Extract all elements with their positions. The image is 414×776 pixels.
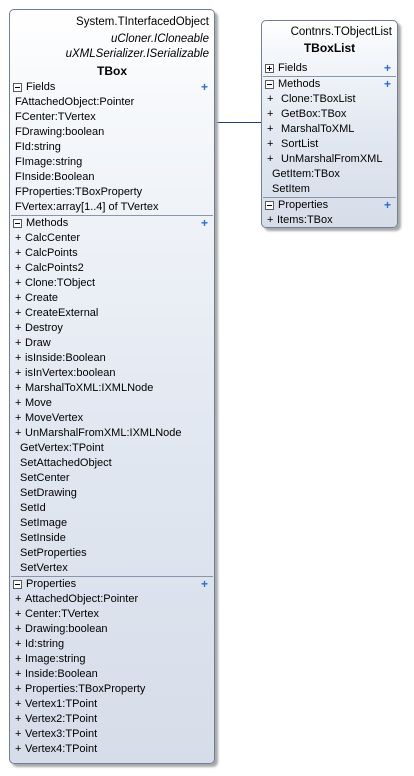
add-member-icon[interactable]: + [200,80,208,94]
methods-list: Clone:TBoxListGetBox:TBoxMarshalToXMLSor… [262,92,397,197]
expand-toggle-icon[interactable] [265,64,274,73]
add-member-icon[interactable]: + [383,77,391,91]
collapse-toggle-icon[interactable] [13,219,22,228]
method-item[interactable]: SetProperties [20,547,87,559]
method-item[interactable]: UnMarshalFromXML:IXMLNode [10,426,214,441]
class-title: TBoxList [303,41,356,55]
property-item[interactable]: Image:string [10,652,214,667]
class-header-tboxlist: Contnrs.TObjectList TBoxList [262,21,397,55]
method-item[interactable]: GetBox:TBox [262,107,397,122]
field-item[interactable]: FImage:string [15,156,83,168]
method-item[interactable]: CalcPoints [10,246,214,261]
property-item[interactable]: Vertex2:TPoint [10,712,214,727]
ancestor-label: System.TInterfacedObject [76,16,209,28]
section-properties[interactable]: Properties + [10,577,214,592]
collapse-toggle-icon[interactable] [13,83,22,92]
method-item[interactable]: GetVertex:TPoint [20,442,104,454]
section-fields[interactable]: Fields + [262,61,397,76]
method-item[interactable]: Clone:TBoxList [262,92,397,107]
class-box-tbox[interactable]: System.TInterfacedObject uCloner.IClonea… [9,9,215,764]
collapse-toggle-icon[interactable] [265,201,274,210]
method-item[interactable]: SetCenter [20,472,70,484]
method-item[interactable]: GetItem:TBox [272,168,340,180]
association-connector [214,122,262,123]
property-item[interactable]: Drawing:boolean [10,622,214,637]
section-fields[interactable]: Fields + [10,80,214,95]
field-item[interactable]: FInside:Boolean [15,171,95,183]
property-item[interactable]: AttachedObject:Pointer [10,592,214,607]
add-member-icon[interactable]: + [383,61,391,75]
method-item[interactable]: Draw [10,336,214,351]
section-divider [263,76,396,77]
method-item[interactable]: SortList [262,137,397,152]
section-methods[interactable]: Methods + [10,216,214,231]
method-item[interactable]: MarshalToXML:IXMLNode [10,381,214,396]
field-item[interactable]: FProperties:TBoxProperty [15,186,143,198]
class-box-tboxlist[interactable]: Contnrs.TObjectList TBoxList Fields + Me… [261,20,398,228]
property-item[interactable]: Vertex3:TPoint [10,727,214,742]
section-label: Fields [26,81,56,93]
method-item[interactable]: Clone:TObject [10,276,214,291]
field-item[interactable]: FVertex:array[1..4] of TVertex [15,201,159,213]
section-methods[interactable]: Methods + [262,77,397,92]
method-item[interactable]: CreateExternal [10,306,214,321]
field-item[interactable]: FId:string [15,141,61,153]
add-member-icon[interactable]: + [200,216,208,230]
property-item[interactable]: Vertex4:TPoint [10,742,214,757]
properties-list: Items:TBox [262,213,397,227]
section-label: Properties [26,578,77,590]
methods-list: CalcCenterCalcPointsCalcPoints2Clone:TOb… [10,231,214,576]
property-item[interactable]: Id:string [10,637,214,652]
method-item[interactable]: SetImage [20,517,68,529]
properties-list: AttachedObject:PointerCenter:TVertexDraw… [10,592,214,757]
property-item[interactable]: Inside:Boolean [10,667,214,682]
class-header-tbox: System.TInterfacedObject uCloner.IClonea… [10,10,214,80]
collapse-toggle-icon[interactable] [265,80,274,89]
method-item[interactable]: isInside:Boolean [10,351,214,366]
property-item[interactable]: Vertex1:TPoint [10,697,214,712]
section-label: Fields [278,62,308,74]
method-item[interactable]: MarshalToXML [262,122,397,137]
field-item[interactable]: FAttachedObject:Pointer [15,96,135,108]
property-item[interactable]: Center:TVertex [10,607,214,622]
field-item[interactable]: FCenter:TVertex [15,111,96,123]
method-item[interactable]: SetInside [20,532,66,544]
interface-label-cloneable: uCloner.ICloneable [110,33,209,45]
ancestor-label: Contnrs.TObjectList [290,26,392,38]
method-item[interactable]: isInVertex:boolean [10,366,214,381]
method-item[interactable]: CalcCenter [10,231,214,246]
section-label: Properties [278,199,329,211]
property-item[interactable]: Items:TBox [262,213,397,227]
method-item[interactable]: UnMarshalFromXML [262,152,397,167]
collapse-toggle-icon[interactable] [13,580,22,589]
method-item[interactable]: SetVertex [20,562,68,574]
property-item[interactable]: Properties:TBoxProperty [10,682,214,697]
method-item[interactable]: SetId [20,502,46,514]
field-item[interactable]: FDrawing:boolean [15,126,105,138]
section-properties[interactable]: Properties + [262,198,397,213]
method-item[interactable]: MoveVertex [10,411,214,426]
section-divider [11,576,213,577]
section-label: Methods [26,217,69,229]
class-title: TBox [97,64,127,78]
method-item[interactable]: SetAttachedObject [20,457,112,469]
method-item[interactable]: SetItem [272,183,310,195]
add-member-icon[interactable]: + [200,577,208,591]
add-member-icon[interactable]: + [383,198,391,212]
method-item[interactable]: Create [10,291,214,306]
section-divider [263,197,396,198]
section-label: Methods [278,78,321,90]
method-item[interactable]: Destroy [10,321,214,336]
method-item[interactable]: Move [10,396,214,411]
section-divider [11,215,213,216]
interface-label-serializable: uXMLSerializer.ISerializable [65,48,209,60]
method-item[interactable]: CalcPoints2 [10,261,214,276]
method-item[interactable]: SetDrawing [20,487,77,499]
